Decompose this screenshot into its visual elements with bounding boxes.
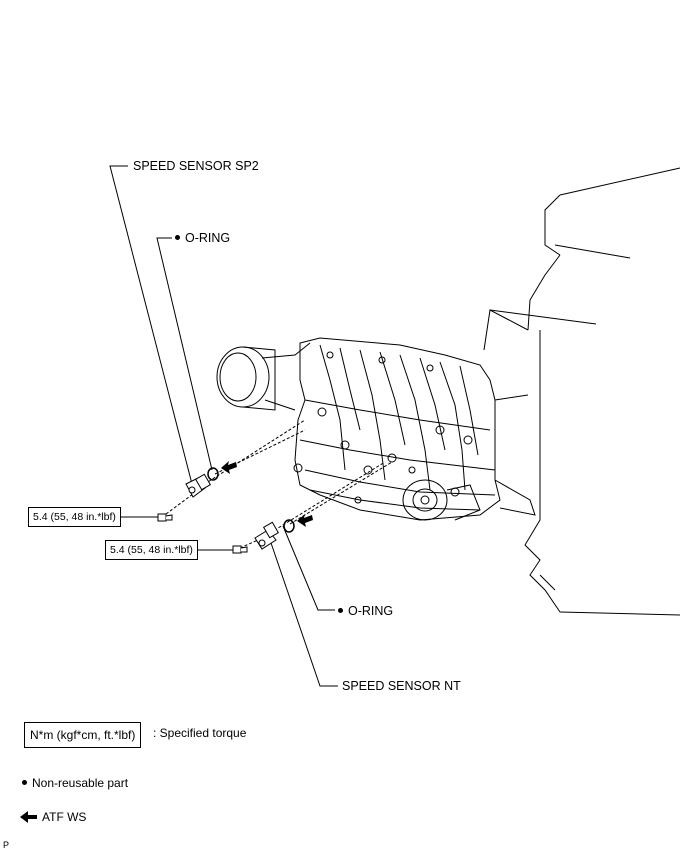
label-o-ring-top: O-RING [175, 231, 230, 245]
vehicle-body-outline [483, 167, 681, 616]
bolt-nt-part [232, 545, 248, 554]
legend-torque-unit-box: N*m (kgf*cm, ft.*lbf) [24, 722, 142, 748]
left-arrow-icon [20, 811, 37, 823]
non-reusable-text: Non-reusable part [32, 776, 129, 790]
bullet-dot-icon [22, 780, 27, 786]
o-ring-top-text: O-RING [185, 231, 231, 245]
legend-atf: ATF WS [42, 810, 87, 824]
leader-lines [109, 165, 338, 687]
atf-arrow-icon-sp2 [221, 461, 237, 474]
speed-sensor-nt-part [254, 521, 280, 550]
footer-code: P [3, 840, 10, 850]
torque-box-sp2: 5.4 (55, 48 in.*lbf) [28, 507, 121, 527]
legend-torque-desc: : Specified torque [153, 726, 247, 740]
label-speed-sensor-sp2: SPEED SENSOR SP2 [133, 159, 259, 173]
o-ring-nt-part [283, 519, 295, 533]
legend-non-reusable: Non-reusable part [22, 776, 128, 790]
o-ring-sp2-part [207, 467, 219, 481]
bolt-sp2-part [157, 513, 173, 522]
o-ring-bottom-text: O-RING [348, 604, 394, 618]
bullet-dot-icon [338, 608, 343, 614]
torque-box-nt: 5.4 (55, 48 in.*lbf) [105, 540, 198, 560]
speed-sensor-sp2-part [185, 473, 212, 498]
bullet-dot-icon [175, 235, 180, 241]
transmission-assembly [216, 337, 536, 521]
label-speed-sensor-nt: SPEED SENSOR NT [342, 679, 461, 693]
label-o-ring-bottom: O-RING [338, 604, 393, 618]
atf-arrow-icon-nt [297, 514, 313, 527]
